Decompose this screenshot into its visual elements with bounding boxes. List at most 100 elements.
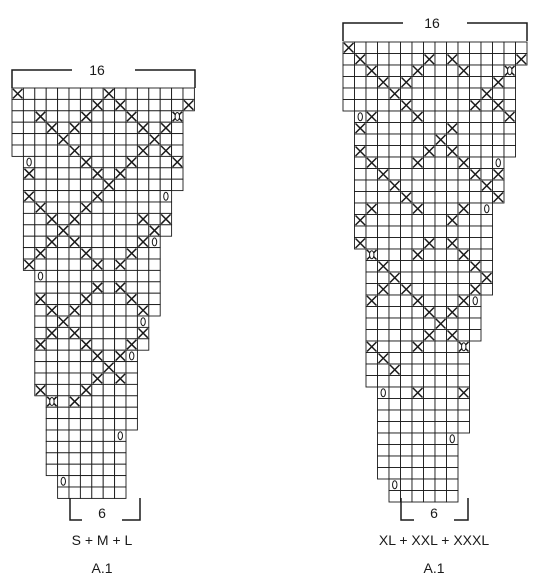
cross-stitch — [12, 88, 23, 99]
grid-cell — [148, 258, 161, 271]
grid-cell — [423, 490, 436, 503]
top-bracket-left — [11, 69, 72, 88]
grid-cell — [469, 317, 482, 330]
cross-stitch — [137, 213, 149, 225]
grid-cell — [446, 133, 459, 146]
grid-cell — [45, 463, 59, 477]
grid-cell — [57, 144, 70, 157]
grid-cell — [365, 271, 378, 284]
grid-cell — [400, 271, 413, 284]
grid-cell — [136, 269, 150, 283]
cross-stitch — [492, 99, 504, 111]
grid-cell — [102, 429, 116, 442]
grid-cell — [377, 455, 390, 468]
grid-cell — [22, 110, 36, 123]
grid-cell — [148, 281, 161, 294]
grid-cell — [79, 304, 93, 317]
grid-cell — [148, 87, 161, 100]
grid-cell — [480, 122, 493, 135]
grid-cell — [388, 294, 401, 307]
grid-cell — [79, 452, 93, 465]
grid-cell — [114, 463, 127, 477]
grid-cell — [45, 155, 59, 169]
cross-stitch — [126, 339, 137, 350]
grid-cell — [480, 99, 493, 112]
grid-cell — [159, 110, 173, 123]
cross-stitch — [481, 272, 493, 284]
cross-stitch — [389, 88, 401, 100]
grid-cell — [457, 283, 470, 296]
cross-stitch — [366, 157, 378, 169]
grid-cell — [423, 64, 436, 77]
grid-cell — [57, 395, 70, 408]
grid-cell — [102, 110, 116, 123]
grid-cell — [79, 178, 93, 192]
grid-cell — [79, 418, 93, 431]
grid-cell — [400, 214, 413, 227]
grid-cell — [446, 386, 459, 399]
grid-cell — [125, 133, 138, 146]
grid-cell — [457, 76, 470, 89]
grid-cell — [57, 304, 70, 317]
grid-cell — [68, 190, 81, 203]
grid-cell — [45, 338, 59, 351]
grid-cell — [469, 156, 482, 169]
grid-cell — [68, 338, 81, 351]
grid-cell — [457, 168, 470, 181]
grid-cell — [400, 490, 413, 503]
decrease-marker — [49, 397, 55, 406]
grid-cell — [365, 352, 378, 365]
grid-cell — [434, 156, 447, 169]
grid-cell — [423, 317, 436, 330]
grid-cell — [22, 144, 36, 157]
grid-cell — [125, 224, 138, 237]
grid-cell — [388, 398, 401, 411]
grid-cell — [114, 338, 127, 351]
cross-stitch — [103, 88, 115, 99]
grid-cell — [79, 440, 93, 454]
grid-cell — [68, 167, 81, 180]
cross-stitch — [46, 305, 58, 316]
cross-stitch — [458, 295, 470, 307]
grid-cell — [114, 144, 127, 157]
grid-cell — [388, 248, 401, 261]
grid-cell — [22, 247, 36, 260]
grid-cell — [377, 237, 390, 250]
grid-cell — [377, 202, 390, 215]
grid-cell — [492, 53, 505, 66]
grid-cell — [365, 41, 378, 54]
cross-stitch — [412, 249, 424, 261]
grid-cell — [388, 317, 401, 330]
grid-cell — [79, 224, 93, 237]
grid-cell — [102, 475, 116, 488]
grid-cell — [480, 248, 493, 261]
grid-cell — [91, 315, 104, 328]
grid-cell — [434, 478, 447, 491]
grid-cell — [45, 247, 59, 260]
cross-stitch — [126, 156, 137, 168]
grid-cell — [22, 121, 36, 135]
grid-cell — [114, 133, 127, 146]
cross-stitch — [137, 327, 149, 339]
grid-cell — [469, 214, 482, 227]
grid-cell — [102, 486, 116, 499]
decrease-marker — [461, 342, 467, 352]
grid-cell — [411, 191, 424, 204]
cross-stitch — [354, 53, 366, 65]
grid-cell — [125, 258, 138, 271]
left-bottom-width-label: 6 — [82, 505, 122, 521]
grid-cell — [114, 110, 127, 123]
cross-stitch — [115, 168, 126, 179]
cross-stitch — [103, 362, 115, 373]
grid-cell — [114, 178, 127, 192]
grid-cell — [91, 235, 104, 249]
grid-cell — [423, 156, 436, 169]
grid-cell — [503, 87, 516, 100]
grid-cell — [34, 190, 47, 203]
grid-cell — [114, 383, 127, 397]
grid-cell — [68, 269, 81, 283]
grid-cell — [434, 340, 447, 353]
grid-cell — [34, 98, 47, 112]
grid-cell — [365, 87, 378, 100]
cross-stitch — [115, 373, 126, 384]
